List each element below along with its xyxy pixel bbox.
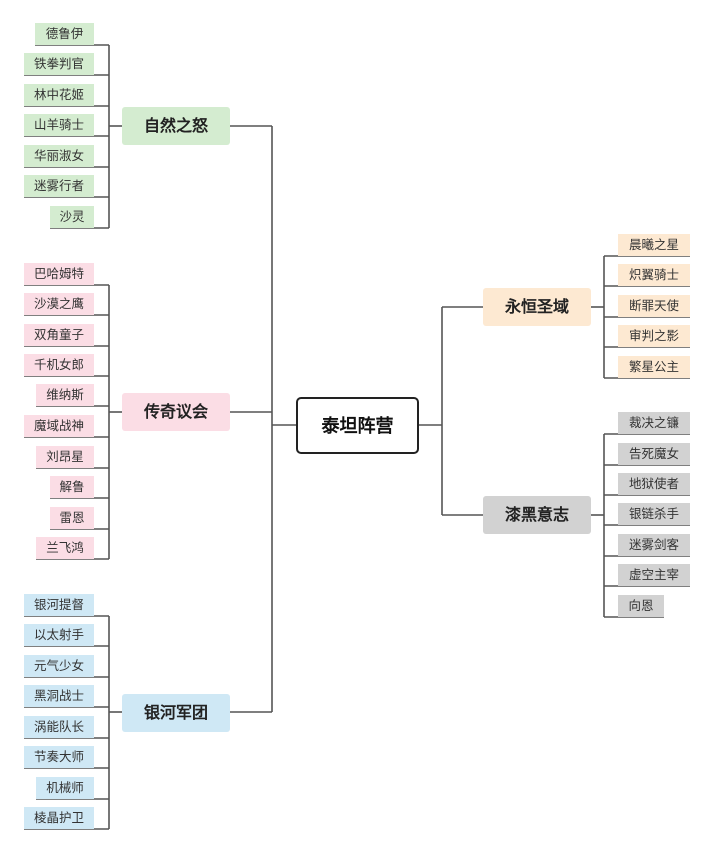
leaf-node: 双角童子 bbox=[24, 324, 94, 346]
branch-node-yinhejuntuan: 银河军团 bbox=[122, 694, 230, 732]
leaf-node: 雷恩 bbox=[50, 507, 94, 529]
leaf-node: 审判之影 bbox=[618, 325, 690, 347]
branch-node-yonghengshengyu: 永恒圣域 bbox=[483, 288, 591, 326]
leaf-node: 银河提督 bbox=[24, 594, 94, 616]
leaf-node: 刘昂星 bbox=[36, 446, 94, 468]
leaf-node: 银链杀手 bbox=[618, 503, 690, 525]
leaf-node: 断罪天使 bbox=[618, 295, 690, 317]
leaf-node: 迷雾行者 bbox=[24, 175, 94, 197]
leaf-node: 地狱使者 bbox=[618, 473, 690, 495]
leaf-node: 铁拳判官 bbox=[24, 53, 94, 75]
leaf-node: 虚空主宰 bbox=[618, 564, 690, 586]
leaf-node: 沙漠之鹰 bbox=[24, 293, 94, 315]
center-node: 泰坦阵营 bbox=[296, 397, 419, 454]
leaf-node: 告死魔女 bbox=[618, 443, 690, 465]
branch-node-qiheiyizhi: 漆黑意志 bbox=[483, 496, 591, 534]
leaf-node: 机械师 bbox=[36, 777, 94, 799]
leaf-node: 黑洞战士 bbox=[24, 685, 94, 707]
leaf-node: 裁决之镰 bbox=[618, 412, 690, 434]
branch-node-chuanqiyihui: 传奇议会 bbox=[122, 393, 230, 431]
leaf-node: 迷雾剑客 bbox=[618, 534, 690, 556]
leaf-node: 向恩 bbox=[618, 595, 664, 617]
leaf-node: 以太射手 bbox=[24, 624, 94, 646]
leaf-node: 维纳斯 bbox=[36, 384, 94, 406]
leaf-node: 晨曦之星 bbox=[618, 234, 690, 256]
leaf-node: 元气少女 bbox=[24, 655, 94, 677]
leaf-node: 节奏大师 bbox=[24, 746, 94, 768]
branch-node-ziranzhinu: 自然之怒 bbox=[122, 107, 230, 145]
leaf-node: 炽翼骑士 bbox=[618, 264, 690, 286]
leaf-node: 沙灵 bbox=[50, 206, 94, 228]
leaf-node: 魔域战神 bbox=[24, 415, 94, 437]
leaf-node: 涡能队长 bbox=[24, 716, 94, 738]
leaf-node: 德鲁伊 bbox=[35, 23, 94, 45]
leaf-node: 山羊骑士 bbox=[24, 114, 94, 136]
leaf-node: 巴哈姆特 bbox=[24, 263, 94, 285]
leaf-node: 解鲁 bbox=[50, 476, 94, 498]
leaf-node: 华丽淑女 bbox=[24, 145, 94, 167]
leaf-node: 棱晶护卫 bbox=[24, 807, 94, 829]
leaf-node: 林中花姬 bbox=[24, 84, 94, 106]
leaf-node: 千机女郎 bbox=[24, 354, 94, 376]
leaf-node: 繁星公主 bbox=[618, 356, 690, 378]
leaf-node: 兰飞鸿 bbox=[36, 537, 94, 559]
